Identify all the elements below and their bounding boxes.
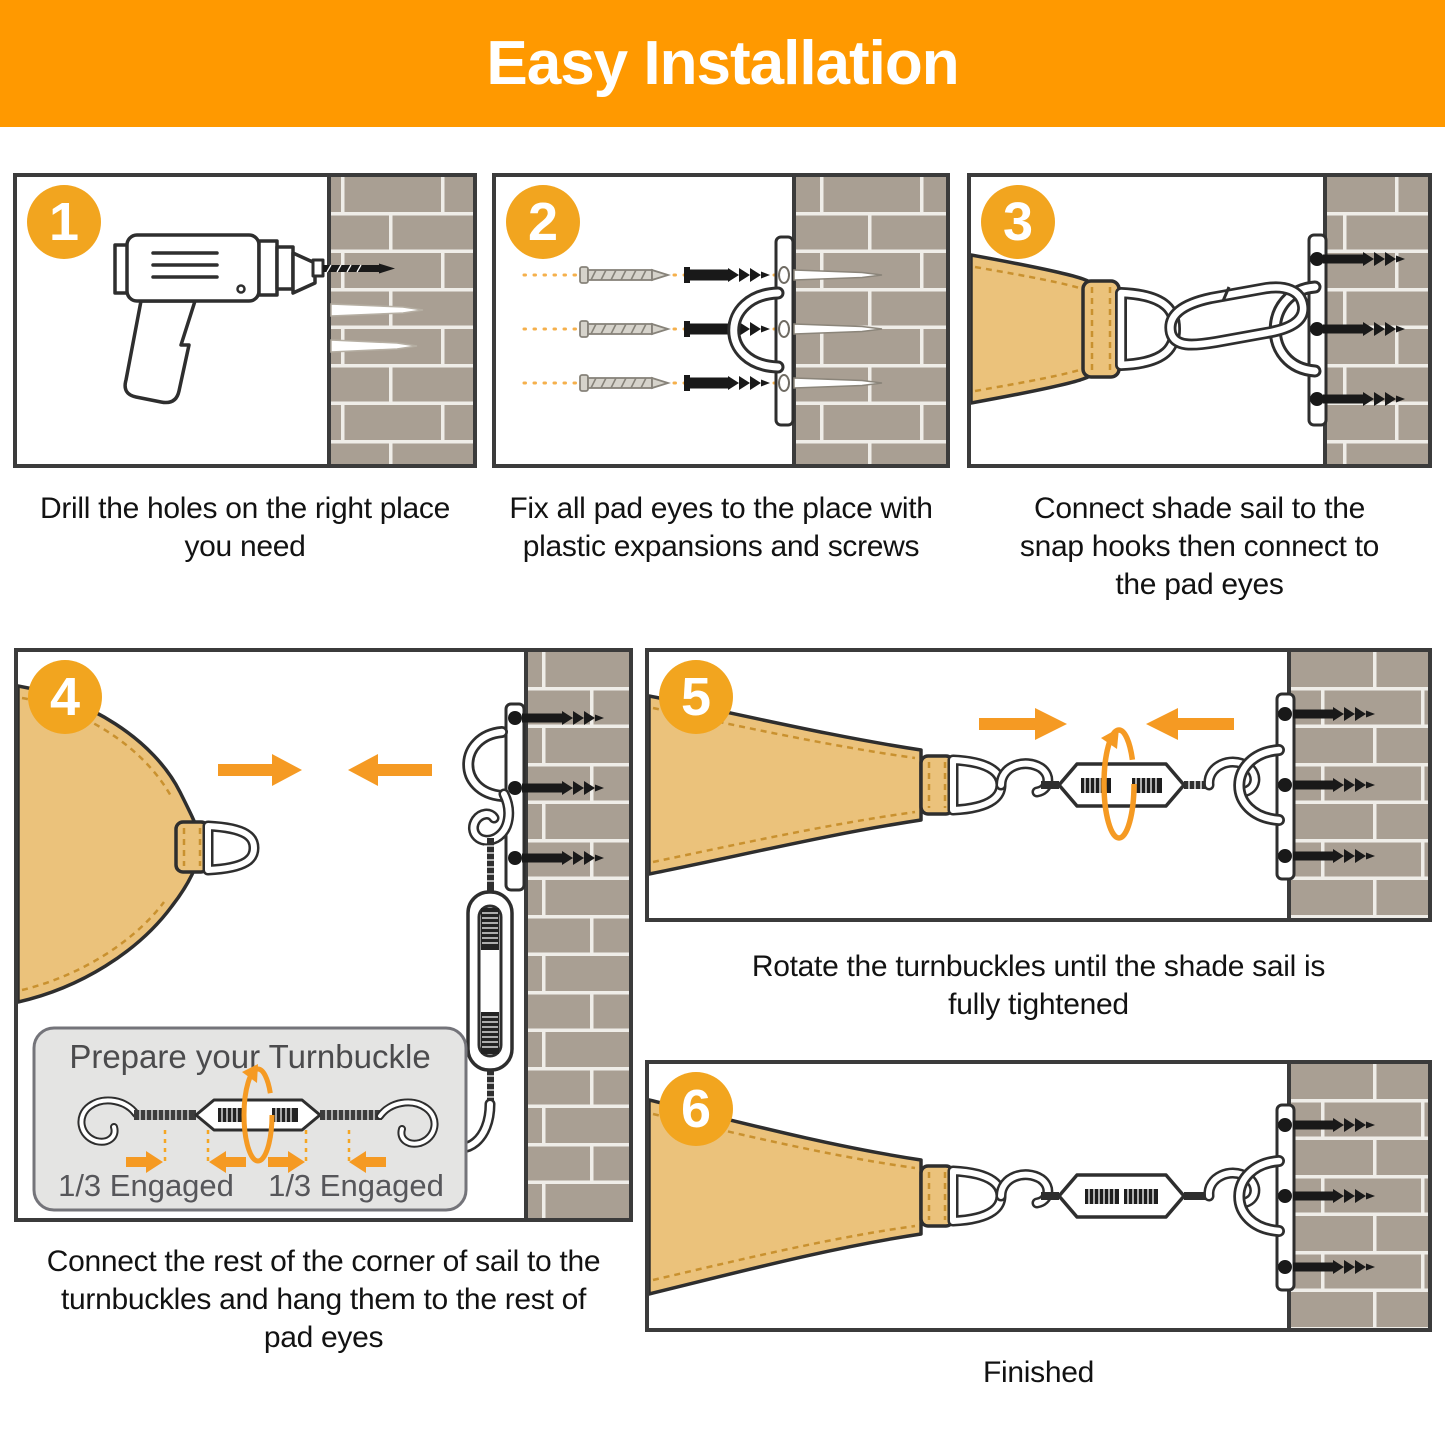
step5-caption: Rotate the turnbuckles until the shade s… [751,950,1326,1021]
expansion-anchor-icons [1278,707,1375,863]
turnbuckle-inset: Prepare your Turnbuckle [32,1026,468,1212]
sail-strap [649,694,955,876]
brick-wall [1323,177,1428,464]
step3-caption: Connect shade sail to the snap hooks the… [1019,492,1380,601]
snap-hook-icon [1164,281,1310,351]
converging-arrows [218,754,432,786]
sail-strap [971,253,1121,405]
step6-caption: Finished [983,1356,1094,1389]
step-badge: 5 [659,660,733,734]
engagement-arrows [126,1151,386,1173]
pad-eye-icon [462,702,604,892]
drill-icon [113,233,395,405]
sail-strap [649,1098,955,1296]
expansion-anchor-icons [1310,252,1405,406]
d-ring-icon [202,820,260,876]
brick-wall [524,652,629,1218]
step1-panel: 1 [13,173,477,468]
step3-panel: 3 [967,173,1432,468]
step6-panel: 6 [645,1060,1432,1332]
step5-panel: 5 [645,648,1432,922]
inset-label-left: 1/3 Engaged [58,1168,234,1203]
step6-illustration [649,1064,1428,1328]
screw-icons [579,266,672,392]
expansion-anchor-icons [508,711,604,865]
step2-caption: Fix all pad eyes to the place with plast… [509,492,933,563]
header-banner: Easy Installation [0,0,1445,127]
step-number: 6 [680,1079,712,1139]
step-badge: 1 [27,185,101,259]
expansion-anchor-icons [1278,1118,1375,1274]
expansion-anchor-icons [684,267,770,391]
drill-bit [323,263,395,274]
drilled-holes [330,303,424,353]
step1-illustration [113,177,473,464]
step-badge: 3 [981,185,1055,259]
turnbuckle-diagram [77,1064,439,1173]
step-number: 2 [527,192,559,252]
d-ring-icon [947,754,1007,816]
step-badge: 4 [28,660,102,734]
sail-corner [18,684,210,1004]
step1-caption: Drill the holes on the right place you n… [39,492,451,563]
pad-eye-icon [1233,1103,1375,1292]
brick-wall [327,177,473,464]
step-badge: 2 [506,185,580,259]
step-number: 4 [49,667,81,727]
step4-illustration: Prepare your Turnbuckle [18,652,629,1218]
converging-arrows [979,708,1234,740]
rotation-arrow-icon [1101,727,1137,841]
turnbuckle-icon [995,756,1261,808]
d-ring-icon [947,1165,1007,1227]
step-number: 3 [1002,192,1034,252]
step3-illustration [971,177,1428,464]
step-badge: 6 [659,1072,733,1146]
pad-eye-icon [727,235,883,427]
pad-eye-icon [1233,692,1375,881]
rotation-arrow-icon [241,1066,275,1164]
step4-caption: Connect the rest of the corner of sail t… [46,1245,601,1354]
step2-illustration [522,177,946,464]
brick-wall [792,177,946,464]
page-title: Easy Installation [486,29,959,98]
step2-panel: 2 [492,173,950,468]
turnbuckle-icon [995,1167,1261,1219]
step-number: 5 [680,667,712,727]
step5-illustration [649,652,1428,918]
inset-label-right: 1/3 Engaged [268,1168,444,1203]
step4-panel: Prepare your Turnbuckle [14,648,633,1222]
step-number: 1 [48,192,80,252]
